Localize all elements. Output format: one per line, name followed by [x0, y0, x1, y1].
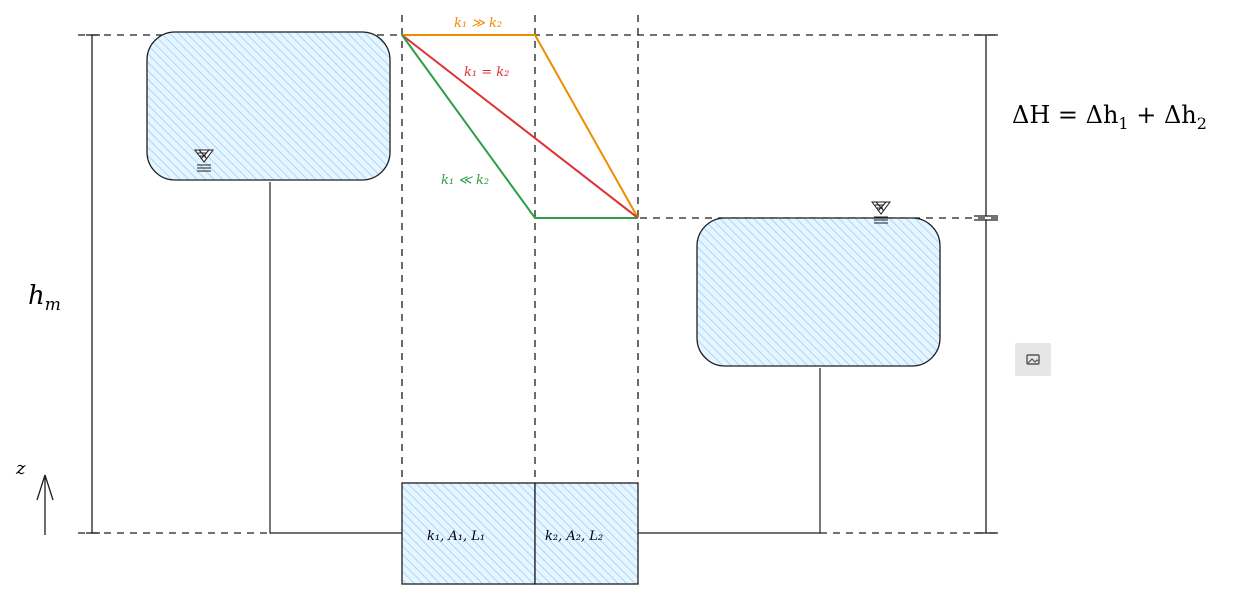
hm-label: hm — [28, 281, 61, 315]
label-k1-much-less: k₁ ≪ k₂ — [441, 173, 489, 188]
delta-h-bracket — [974, 34, 998, 534]
soil-cell-1-label: k₁, A₁, L₁ — [427, 529, 485, 544]
z-axis-arrow — [36, 474, 54, 535]
soil-cell-2 — [534, 482, 639, 585]
head-line-k1-much-greater — [402, 34, 639, 219]
head-line-k1-much-less — [401, 34, 638, 219]
hm-bracket — [86, 34, 100, 534]
soil-cell-2-label: k₂, A₂, L₂ — [545, 529, 603, 544]
image-button[interactable] — [1015, 343, 1051, 376]
left-reservoir — [146, 31, 391, 181]
label-k1-much-greater: k₁ ≫ k₂ — [454, 16, 502, 31]
z-axis-label: z — [15, 458, 26, 479]
water-level-marker-icon — [194, 149, 214, 172]
water-level-marker-icon — [871, 201, 891, 224]
label-k1-equal: k₁ = k₂ — [464, 65, 509, 80]
connecting-pipes — [269, 182, 821, 534]
right-reservoir — [696, 217, 941, 367]
delta-h-equation: ΔH = Δh1 + Δh2 — [1012, 101, 1207, 133]
dashed-guides — [78, 15, 1000, 534]
head-line-k1-equal — [401, 34, 639, 219]
image-icon — [1026, 354, 1040, 365]
